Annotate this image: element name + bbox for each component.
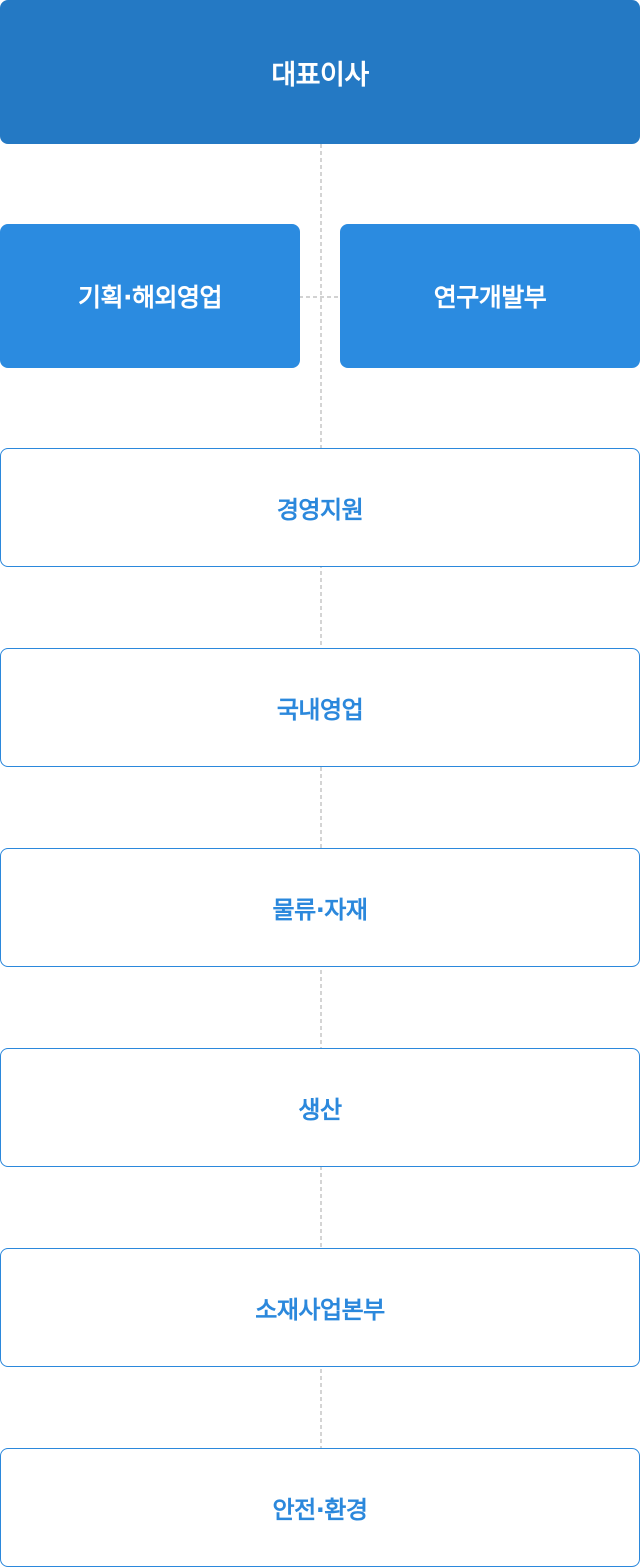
dept-box-domestic-sales: 국내영업 [0, 648, 640, 767]
staff-box-planning-overseas-sales: 기획·해외영업 [0, 224, 300, 368]
dept-box-safety-environment: 안전·환경 [0, 1448, 640, 1567]
dept-box-management-support: 경영지원 [0, 448, 640, 567]
staff-box-rnd: 연구개발부 [340, 224, 640, 368]
dept-label: 경영지원 [276, 496, 364, 524]
dept-box-production: 생산 [0, 1048, 640, 1167]
staff-label: 연구개발부 [433, 283, 547, 312]
dept-label: 소재사업본부 [255, 1296, 385, 1324]
ceo-box: 대표이사 [0, 0, 640, 144]
staff-label: 기획·해외영업 [78, 283, 223, 312]
dept-label: 안전·환경 [272, 1496, 368, 1524]
dept-label: 국내영업 [276, 696, 364, 724]
dept-label: 물류·자재 [272, 896, 368, 924]
ceo-label: 대표이사 [271, 59, 369, 91]
dept-box-logistics-materials: 물류·자재 [0, 848, 640, 967]
dept-box-materials-division: 소재사업본부 [0, 1248, 640, 1367]
dept-label: 생산 [298, 1096, 342, 1124]
